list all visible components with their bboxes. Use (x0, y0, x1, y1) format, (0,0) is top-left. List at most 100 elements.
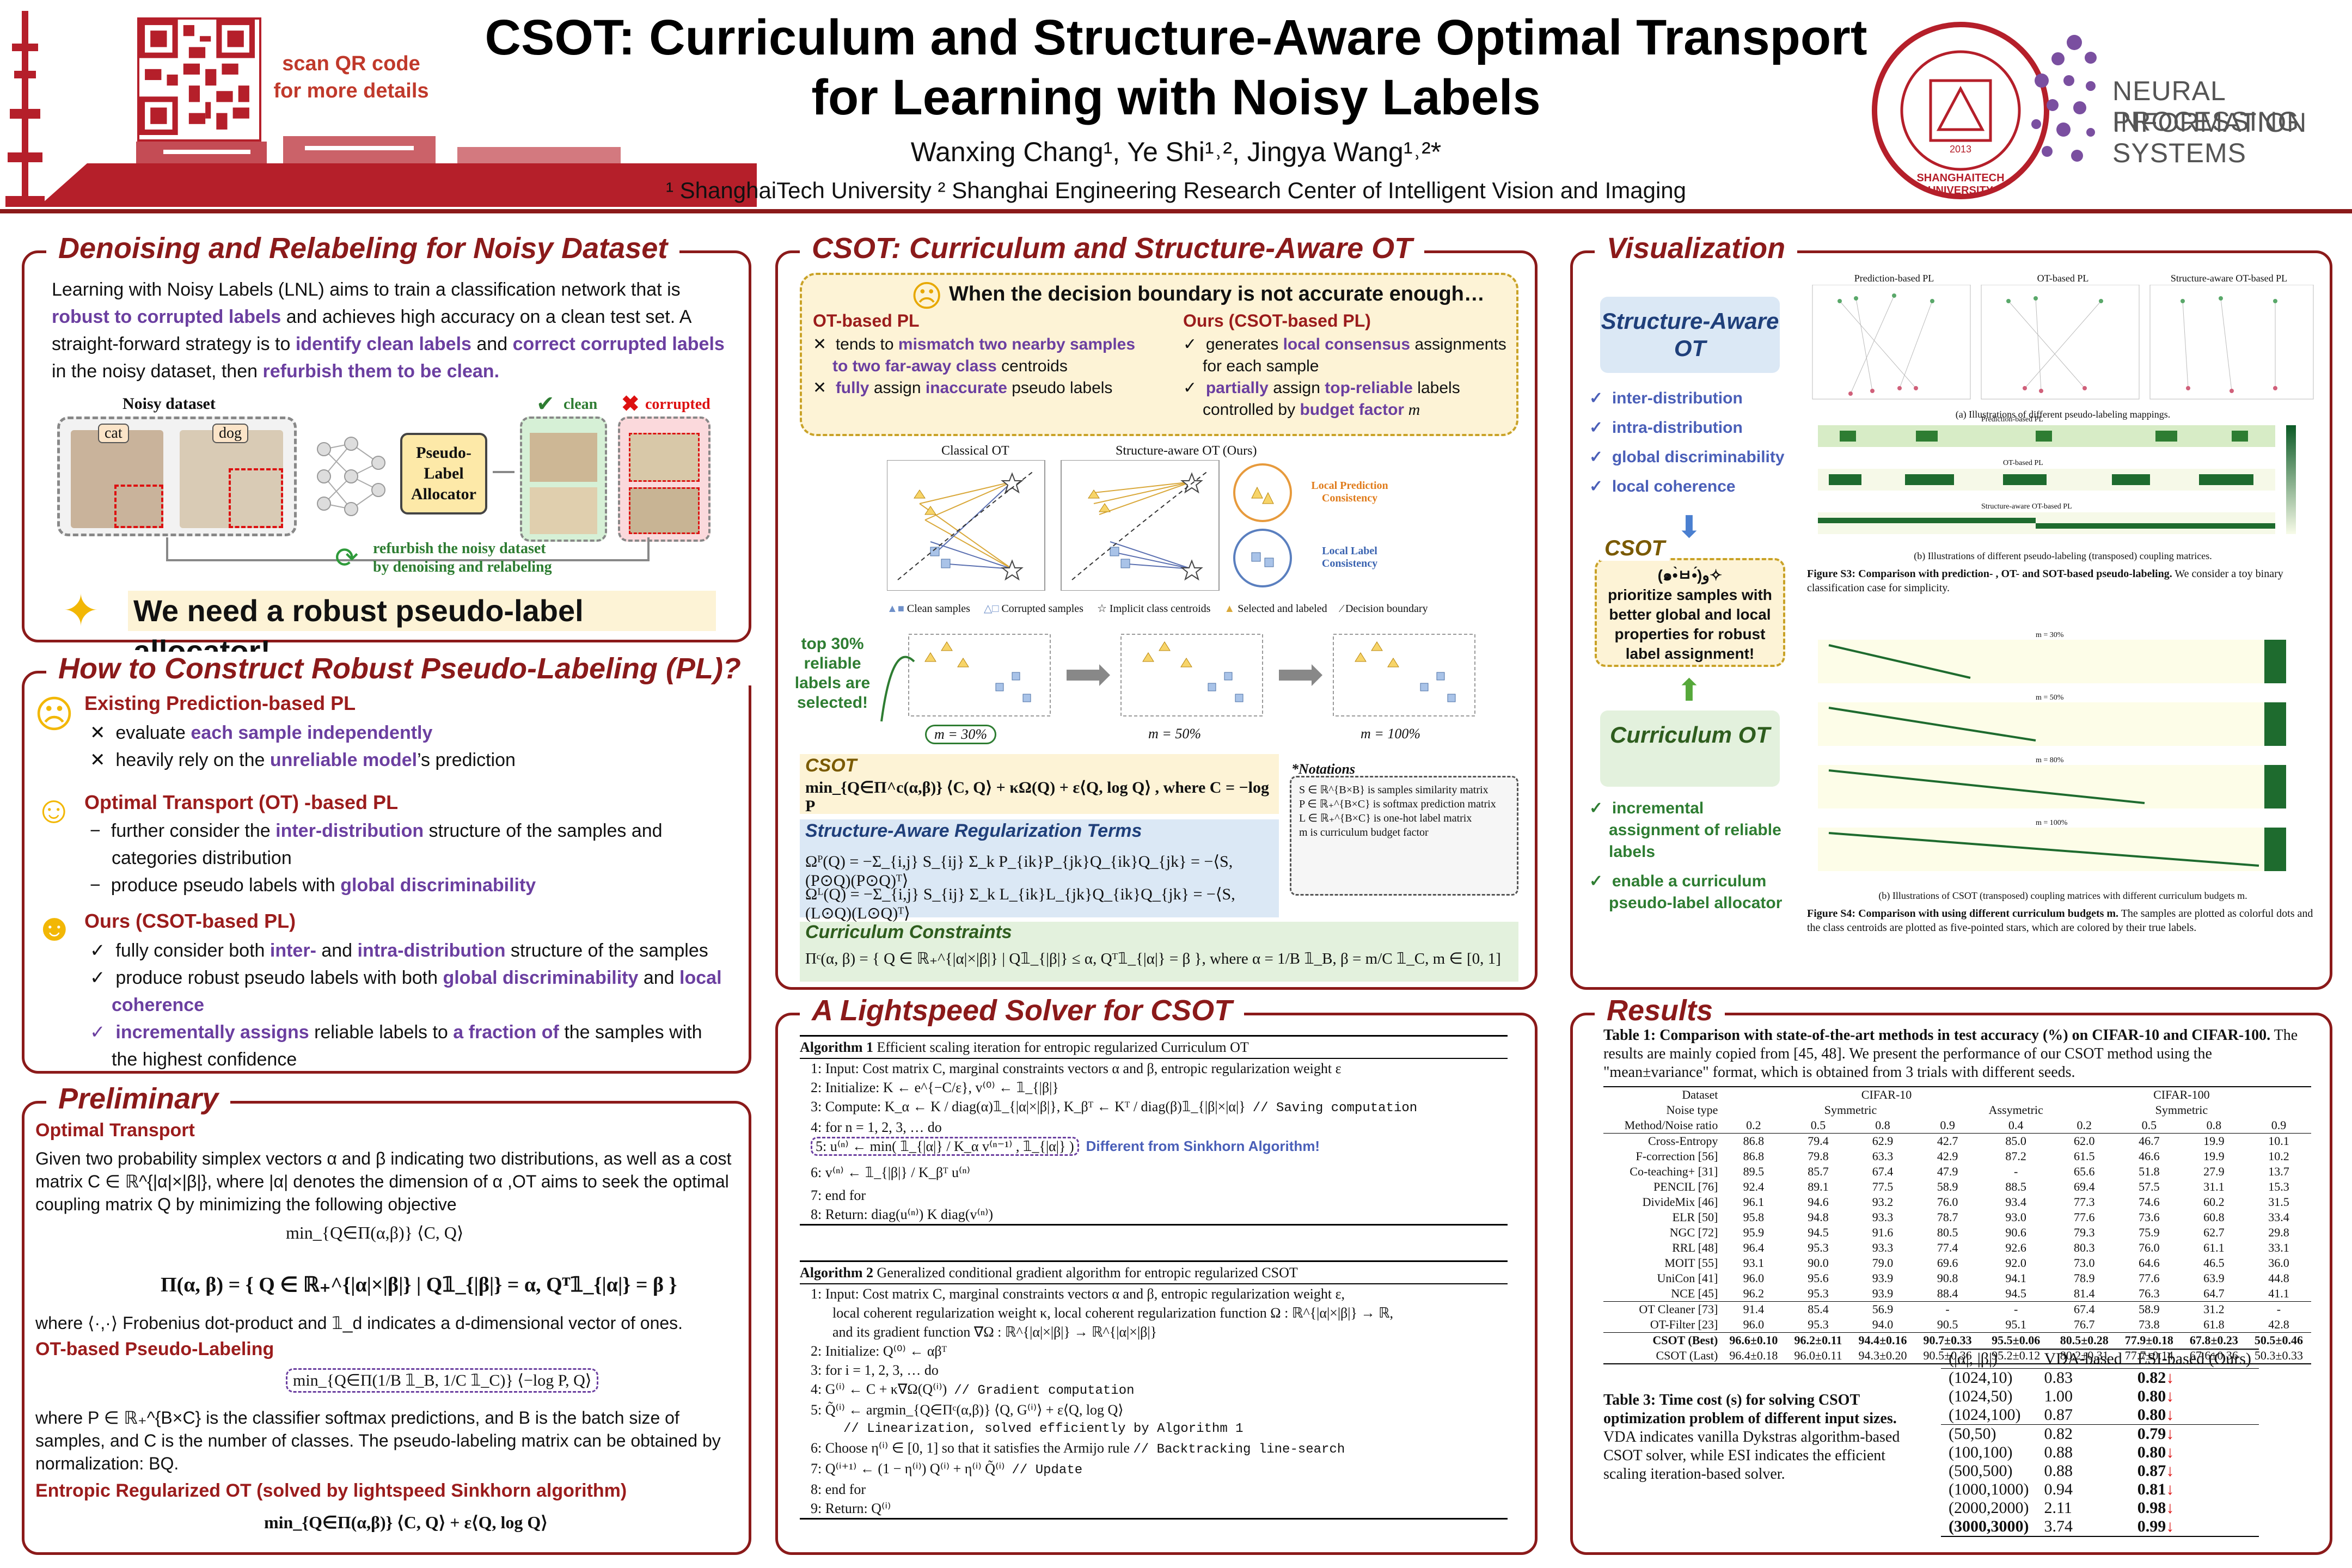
accuracy-cell: 57.5 (2139, 1180, 2160, 1193)
accuracy-cell: 46.6 (2139, 1149, 2160, 1163)
accuracy-cell: 73.0 (2074, 1256, 2095, 1270)
qr-caption-line-2: for more details (273, 79, 429, 102)
accuracy-cell: 46.7 (2139, 1134, 2160, 1148)
accuracy-cell: 86.8 (1743, 1134, 1765, 1148)
ot-description: Given two probability simplex vectors α … (35, 1149, 732, 1214)
accuracy-cell: 62.0 (2074, 1134, 2095, 1148)
fig-c-row-4-label: m = 100% (2036, 819, 2068, 827)
accuracy-cell: 78.9 (2074, 1271, 2095, 1285)
table-1-caption: Table 1: Comparison with state-of-the-ar… (1603, 1026, 2311, 1082)
panel-results: Results Table 1: Comparison with state-o… (1570, 994, 2332, 1555)
ocb2-b: assign (869, 379, 926, 397)
qr-code[interactable] (137, 17, 261, 142)
accuracy-cell: 96.4±0.18 (1729, 1349, 1778, 1362)
vda-time-cell: 0.88 (2044, 1443, 2073, 1461)
a2-line-1: 1: Input: Cost matrix C, marginal constr… (811, 1286, 1345, 1302)
ucb2-a: partially (1205, 379, 1269, 397)
down-arrow-icon: ↓ (2166, 1480, 2175, 1498)
pb1-text: evaluate (115, 722, 191, 743)
down-arrow-icon: ↓ (2166, 1387, 2175, 1405)
a1-line-8: 8: Return: diag(u⁽ⁿ⁾) K diag(v⁽ⁿ⁾) (811, 1206, 994, 1222)
algorithm-2-body: 1: Input: Cost matrix C, marginal constr… (800, 1284, 1508, 1518)
accuracy-cell: 77.5 (1872, 1180, 1894, 1193)
t1-h-sym-100: Symmetric (2155, 1103, 2208, 1117)
a2-line-2: 2: Initialize: Q⁽⁰⁾ ← αβᵀ (811, 1343, 947, 1359)
pseudo-label-allocator-box: Pseudo-Label Allocator (400, 433, 487, 514)
down-arrow-icon: ↓ (2166, 1406, 2175, 1424)
cc-equation: Πᶜ(α, β) = { Q ∈ ℝ₊^{|α|×|β|} | Q𝟙_{|β|}… (805, 950, 1501, 967)
method-name-cell: RRL [48] (1672, 1241, 1718, 1254)
accuracy-cell: 76.0 (2139, 1241, 2160, 1254)
ours-col-bullets: ✓ generates local consensus assignments … (1183, 334, 1510, 421)
qr-caption: scan QR code for more details (267, 50, 436, 105)
notations-title: *Notations (1291, 761, 1356, 777)
ub2-d: local coherence (112, 967, 722, 1015)
t1-header-row-1: Dataset CIFAR-10 CIFAR-100 (1603, 1087, 2311, 1102)
time-cost-table: (|α|, |β|) VDA-based ESI-based (Ours) (1… (1941, 1349, 2259, 1537)
panel-title-denoising: Denoising and Relabeling for Noisy Datas… (46, 231, 680, 265)
algorithm-1-header: Algorithm 1 Efficient scaling iteration … (800, 1037, 1508, 1059)
accuracy-cell: 33.1 (2268, 1241, 2289, 1254)
a2-line-6-row: 6: Choose η⁽ⁱ⁾ ∈ [0, 1] so that it satis… (811, 1438, 1508, 1459)
intro-text-2: and achieves high accuracy on a clean te… (281, 307, 676, 327)
t1-h-asym: Assymetric (1988, 1103, 2043, 1117)
local-prediction-consistency-label: Local Prediction Consistency (1311, 480, 1388, 504)
accuracy-cell: 15.3 (2268, 1180, 2289, 1193)
figS4-rest: The samples are plotted as colorful dots… (1807, 908, 2313, 934)
a2-line-9: 9: Return: Q⁽ⁱ⁾ (811, 1500, 891, 1516)
a2-line-7: 7: Q⁽ⁱ⁺¹⁾ ← (1 − η⁽ⁱ⁾) Q⁽ⁱ⁾ + η⁽ⁱ⁾ Q̃⁽ⁱ⁾ (811, 1461, 1005, 1477)
neutral-face-icon: ☺ (34, 788, 74, 831)
otpl-col-bullets: ✕ tends to mismatch two nearby samples t… (813, 334, 1150, 399)
t3-caption-rest: VDA indicates vanilla Dykstras algorithm… (1603, 1429, 1900, 1483)
t1-caption-rest: The results are mainly copied from [45, … (1603, 1027, 2298, 1081)
ocb2-a: fully (835, 379, 869, 397)
accuracy-cell: 61.1 (2203, 1241, 2225, 1254)
ot-equation-2: Π(α, β) = { Q ∈ ℝ₊^{|α|×|β|} | Q𝟙_{|β|} … (161, 1273, 677, 1296)
ocb2-d: pseudo labels (1007, 379, 1113, 397)
table-1: Dataset CIFAR-10 CIFAR-100 Noise type Sy… (1603, 1086, 2311, 1364)
shanghaitech-logo: SHANGHAITECH UNIVERSITY 2013 (1871, 21, 2050, 200)
sa-b1: inter-distribution (1612, 389, 1743, 407)
t3-header: (|α|, |β|) VDA-based ESI-based (Ours) (1941, 1349, 2259, 1369)
poster-title-line-1: CSOT: Curriculum and Structure-Aware Opt… (485, 10, 1867, 65)
accuracy-cell: 67.6±0.36 (2189, 1349, 2238, 1362)
accuracy-cell: 60.8 (2203, 1210, 2225, 1224)
otpl-subtitle: OT-based Pseudo-Labeling (35, 1339, 274, 1359)
accuracy-cell: 96.0±0.11 (1794, 1349, 1842, 1362)
neural-network-icon (317, 437, 385, 516)
accuracy-cell: - (2014, 1165, 2018, 1178)
pseudo-label-mapping-plots (1812, 285, 2314, 400)
method-name-cell: PENCIL [76] (1653, 1180, 1718, 1193)
accuracy-cell: 91.4 (1743, 1302, 1765, 1316)
accuracy-cell: 93.9 (1872, 1287, 1894, 1300)
esi-time-value: 0.82 (2137, 1369, 2166, 1387)
ub1-b: inter- (270, 940, 316, 961)
noisy-dataset-box: cat dog (57, 416, 297, 536)
accuracy-cell: 96.1 (1743, 1195, 1765, 1209)
accuracy-cell: 19.9 (2203, 1149, 2225, 1163)
accuracy-cell: 69.6 (1937, 1256, 1958, 1270)
ub2-c: and (638, 967, 680, 988)
accuracy-cell: 80.5 (1937, 1226, 1958, 1239)
accuracy-cell: 44.8 (2268, 1271, 2289, 1285)
down-arrow-icon: ↓ (2166, 1369, 2175, 1387)
poster-affiliations: ¹ ShanghaiTech University ² Shanghai Eng… (665, 177, 1686, 203)
panel-title-csot: CSOT: Curriculum and Structure-Aware OT (800, 231, 1425, 265)
pb1-hl: each sample independently (191, 722, 433, 743)
notations-list: S ∈ ℝ^{B×B} is samples similarity matrix… (1299, 783, 1515, 840)
accuracy-cell: 95.3 (1808, 1241, 1829, 1254)
accuracy-cell: 95.9 (1743, 1226, 1765, 1239)
accuracy-cell: 96.0 (1743, 1318, 1765, 1331)
figS4-bold: Figure S4: Comparison with using differe… (1807, 908, 2119, 920)
panel-title-results: Results (1595, 994, 1725, 1027)
panel-title-visualization: Visualization (1595, 231, 1798, 265)
dog-tag: dog (212, 424, 248, 443)
esi-time-cell: 0.79↓ (2130, 1425, 2259, 1444)
accuracy-cell: - (2014, 1302, 2018, 1316)
